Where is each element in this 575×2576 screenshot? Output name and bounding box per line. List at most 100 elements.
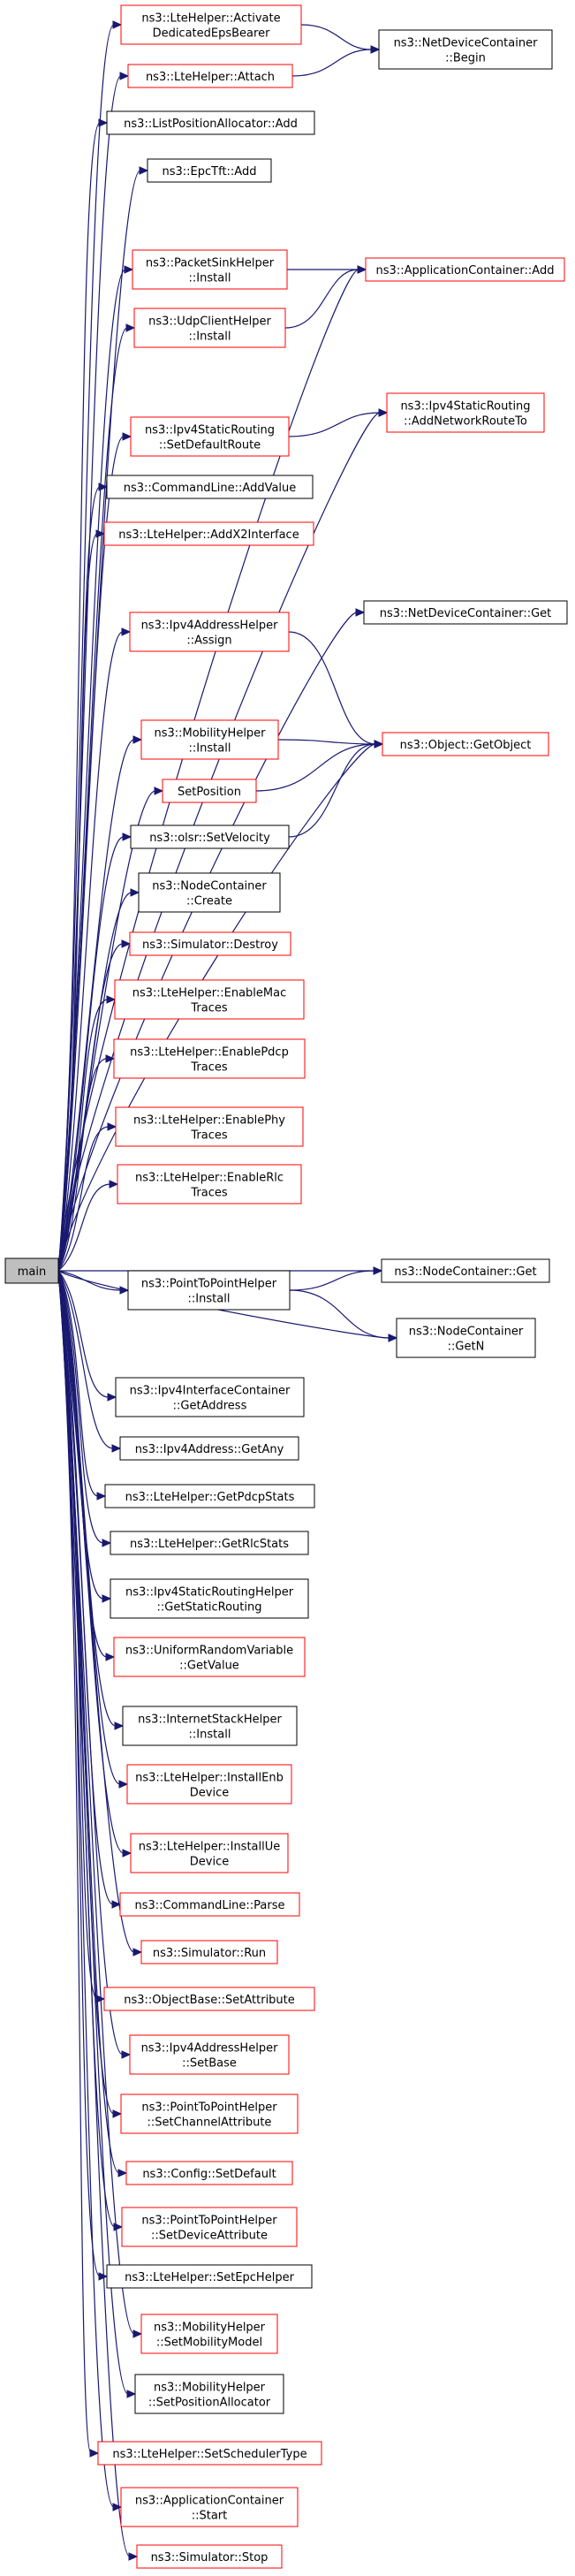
node-ns3-ltehelper-getpdcpstats[interactable]: ns3::LteHelper::GetPdcpStats <box>104 1484 315 1508</box>
node-ns3-ipv4addresshelper-assign[interactable]: ns3::Ipv4AddressHelper::Assign <box>129 612 290 652</box>
node-ns3-ipv4staticroutinghelper-getstaticrouting[interactable]: ns3::Ipv4StaticRoutingHelper::GetStaticR… <box>110 1578 309 1619</box>
node-label-line: ns3::UdpClientHelper <box>148 315 271 329</box>
node-label-line: ::SetPositionAllocator <box>148 2397 271 2410</box>
edge-n20-to-t6 <box>289 1270 375 1291</box>
node-box <box>129 2034 290 2075</box>
node-label-line: ns3::Object::GetObject <box>400 739 532 752</box>
node-setposition[interactable]: SetPosition <box>162 779 257 803</box>
node-box <box>147 158 272 183</box>
node-ns3-ipv4staticrouting-setdefaultroute[interactable]: ns3::Ipv4StaticRouting::SetDefaultRoute <box>130 416 290 457</box>
node-ns3-pointtopointhelper-setdeviceattribute[interactable]: ns3::PointToPointHelper::SetDeviceAttrib… <box>121 2207 298 2247</box>
node-ns3-udpclienthelper-install[interactable]: ns3::UdpClientHelper::Install <box>133 308 286 348</box>
node-label-line: ns3::LteHelper::EnablePdcp <box>130 1046 289 1060</box>
node-ns3-mobilityhelper-setmobilitymodel[interactable]: ns3::MobilityHelper::SetMobilityModel <box>140 2314 278 2354</box>
arrowhead-n28 <box>118 1780 129 1789</box>
node-ns3-simulator-destroy[interactable]: ns3::Simulator::Destroy <box>129 931 291 956</box>
arrowhead-n34 <box>112 2109 123 2118</box>
node-ns3-simulator-stop[interactable]: ns3::Simulator::Stop <box>136 2544 283 2569</box>
node-label-line: ns3::NodeContainer <box>409 1326 524 1339</box>
arrowhead-n37 <box>98 2272 109 2281</box>
node-box <box>115 1106 304 1147</box>
node-ns3-config-setdefault[interactable]: ns3::Config::SetDefault <box>125 2161 293 2185</box>
node-label-line: ns3::LteHelper::EnablePhy <box>133 1114 285 1128</box>
node-ns3-nodecontainer-getn[interactable]: ns3::NodeContainer::GetN <box>396 1318 536 1358</box>
node-ns3-pointtopointhelper-install[interactable]: ns3::PointToPointHelper::Install <box>127 1270 291 1311</box>
node-main-box <box>4 1258 59 1284</box>
node-label-line: ns3::Ipv4AddressHelper <box>141 2042 279 2055</box>
node-ns3-ipv4addresshelper-setbase[interactable]: ns3::Ipv4AddressHelper::SetBase <box>129 2034 290 2075</box>
node-ns3-epctft-add[interactable]: ns3::EpcTft::Add <box>147 158 272 183</box>
arrowhead-n14 <box>130 888 140 897</box>
node-ns3-packetsinkhelper-install[interactable]: ns3::PacketSinkHelper::Install <box>132 249 288 290</box>
node-ns3-nodecontainer-get[interactable]: ns3::NodeContainer::Get <box>381 1258 550 1283</box>
node-box <box>127 64 293 88</box>
edge-main-to-n31 <box>57 1270 135 1953</box>
node-box <box>110 1578 309 1619</box>
node-label-line: ns3::CommandLine::AddValue <box>124 482 297 495</box>
node-ns3-applicationcontainer-start[interactable]: ns3::ApplicationContainer::Start <box>120 2487 299 2527</box>
node-label-line: ::GetValue <box>179 1660 239 1673</box>
node-box <box>121 2207 298 2247</box>
node-ns3-mobilityhelper-install[interactable]: ns3::MobilityHelper::Install <box>140 719 279 760</box>
node-label-line: ::Create <box>186 895 232 908</box>
node-ns3-internetstackhelper-install[interactable]: ns3::InternetStackHelper::Install <box>122 1706 298 1746</box>
node-label-line: ns3::MobilityHelper <box>154 2382 266 2395</box>
node-box <box>378 29 553 70</box>
node-box <box>97 2441 322 2466</box>
arrowhead-n33 <box>121 2050 132 2059</box>
node-label-line: ::SetMobilityModel <box>156 2337 262 2350</box>
node-ns3-listpositionallocator-add[interactable]: ns3::ListPositionAllocator::Add <box>106 110 315 135</box>
node-box <box>119 1436 299 1461</box>
node-box <box>110 1531 309 1555</box>
node-ns3-ipv4staticrouting-addnetworkrouteto[interactable]: ns3::Ipv4StaticRouting::AddNetworkRouteT… <box>386 392 545 433</box>
node-ns3-ltehelper-activatededicatedepsbearer[interactable]: ns3::LteHelper::ActivateDedicatedEpsBear… <box>120 4 302 45</box>
node-ns3-olsr-setvelocity[interactable]: ns3::olsr::SetVelocity <box>130 824 290 849</box>
node-label-line: ns3::Simulator::Stop <box>151 2551 269 2565</box>
node-box <box>129 612 290 652</box>
node-label-line: ns3::Simulator::Destroy <box>142 938 278 952</box>
node-label-line: ns3::NodeContainer <box>152 880 267 893</box>
node-ns3-mobilityhelper-setpositionallocator[interactable]: ns3::MobilityHelper::SetPositionAllocato… <box>134 2374 284 2414</box>
node-ns3-commandline-parse[interactable]: ns3::CommandLine::Parse <box>119 1892 300 1917</box>
node-ns3-objectbase-setattribute[interactable]: ns3::ObjectBase::SetAttribute <box>103 1987 315 2011</box>
node-box <box>127 1270 291 1311</box>
edge-n11-to-t5 <box>277 739 376 745</box>
node-label-line: ns3::PointToPointHelper <box>141 2215 277 2228</box>
arrowhead-n13 <box>122 832 132 841</box>
node-ns3-ipv4interfacecontainer-getaddress[interactable]: ns3::Ipv4InterfaceContainer::GetAddress <box>115 1377 305 1417</box>
node-ns3-netdevicecontainer-begin[interactable]: ns3::NetDeviceContainer::Begin <box>378 29 553 70</box>
node-label-line: ns3::LteHelper::InstallEnb <box>135 1772 284 1785</box>
node-ns3-netdevicecontainer-get[interactable]: ns3::NetDeviceContainer::Get <box>363 600 568 625</box>
node-ns3-ltehelper-addx2interface[interactable]: ns3::LteHelper::AddX2Interface <box>103 521 314 546</box>
node-main[interactable]: main <box>4 1258 59 1284</box>
node-ns3-nodecontainer-create[interactable]: ns3::NodeContainer::Create <box>138 872 281 913</box>
node-label-line: ::Install <box>189 272 231 285</box>
node-ns3-ltehelper-attach[interactable]: ns3::LteHelper::Attach <box>127 64 293 88</box>
edge-main-to-n28 <box>57 1270 121 1785</box>
node-ns3-simulator-run[interactable]: ns3::Simulator::Run <box>140 1940 278 1964</box>
node-ns3-applicationcontainer-add[interactable]: ns3::ApplicationContainer::Add <box>365 257 565 282</box>
node-label-line: Device <box>190 1787 229 1800</box>
node-ns3-ltehelper-setschedulertype[interactable]: ns3::LteHelper::SetSchedulerType <box>97 2441 322 2466</box>
arrowhead-t4 <box>355 608 366 617</box>
node-ns3-uniformrandomvariable-getvalue[interactable]: ns3::UniformRandomVariable::GetValue <box>113 1637 306 1677</box>
node-ns3-ltehelper-getrlcstats[interactable]: ns3::LteHelper::GetRlcStats <box>110 1531 309 1555</box>
node-box <box>103 521 314 546</box>
node-box <box>130 416 290 457</box>
node-ns3-ltehelper-setepchelper[interactable]: ns3::LteHelper::SetEpcHelper <box>106 2264 313 2289</box>
arrowhead-n40 <box>89 2449 100 2458</box>
arrowhead-n27 <box>114 1721 125 1730</box>
node-ns3-pointtopointhelper-setchannelattribute[interactable]: ns3::PointToPointHelper::SetChannelAttri… <box>120 2093 299 2134</box>
arrowhead-n36 <box>113 2223 124 2231</box>
arrowhead-n15 <box>121 939 132 948</box>
node-ns3-object-getobject[interactable]: ns3::Object::GetObject <box>382 732 549 756</box>
arrowhead-t5 <box>374 740 384 748</box>
node-ns3-ipv4address-getany[interactable]: ns3::Ipv4Address::GetAny <box>119 1436 299 1461</box>
node-ns3-commandline-addvalue[interactable]: ns3::CommandLine::AddValue <box>106 475 314 499</box>
